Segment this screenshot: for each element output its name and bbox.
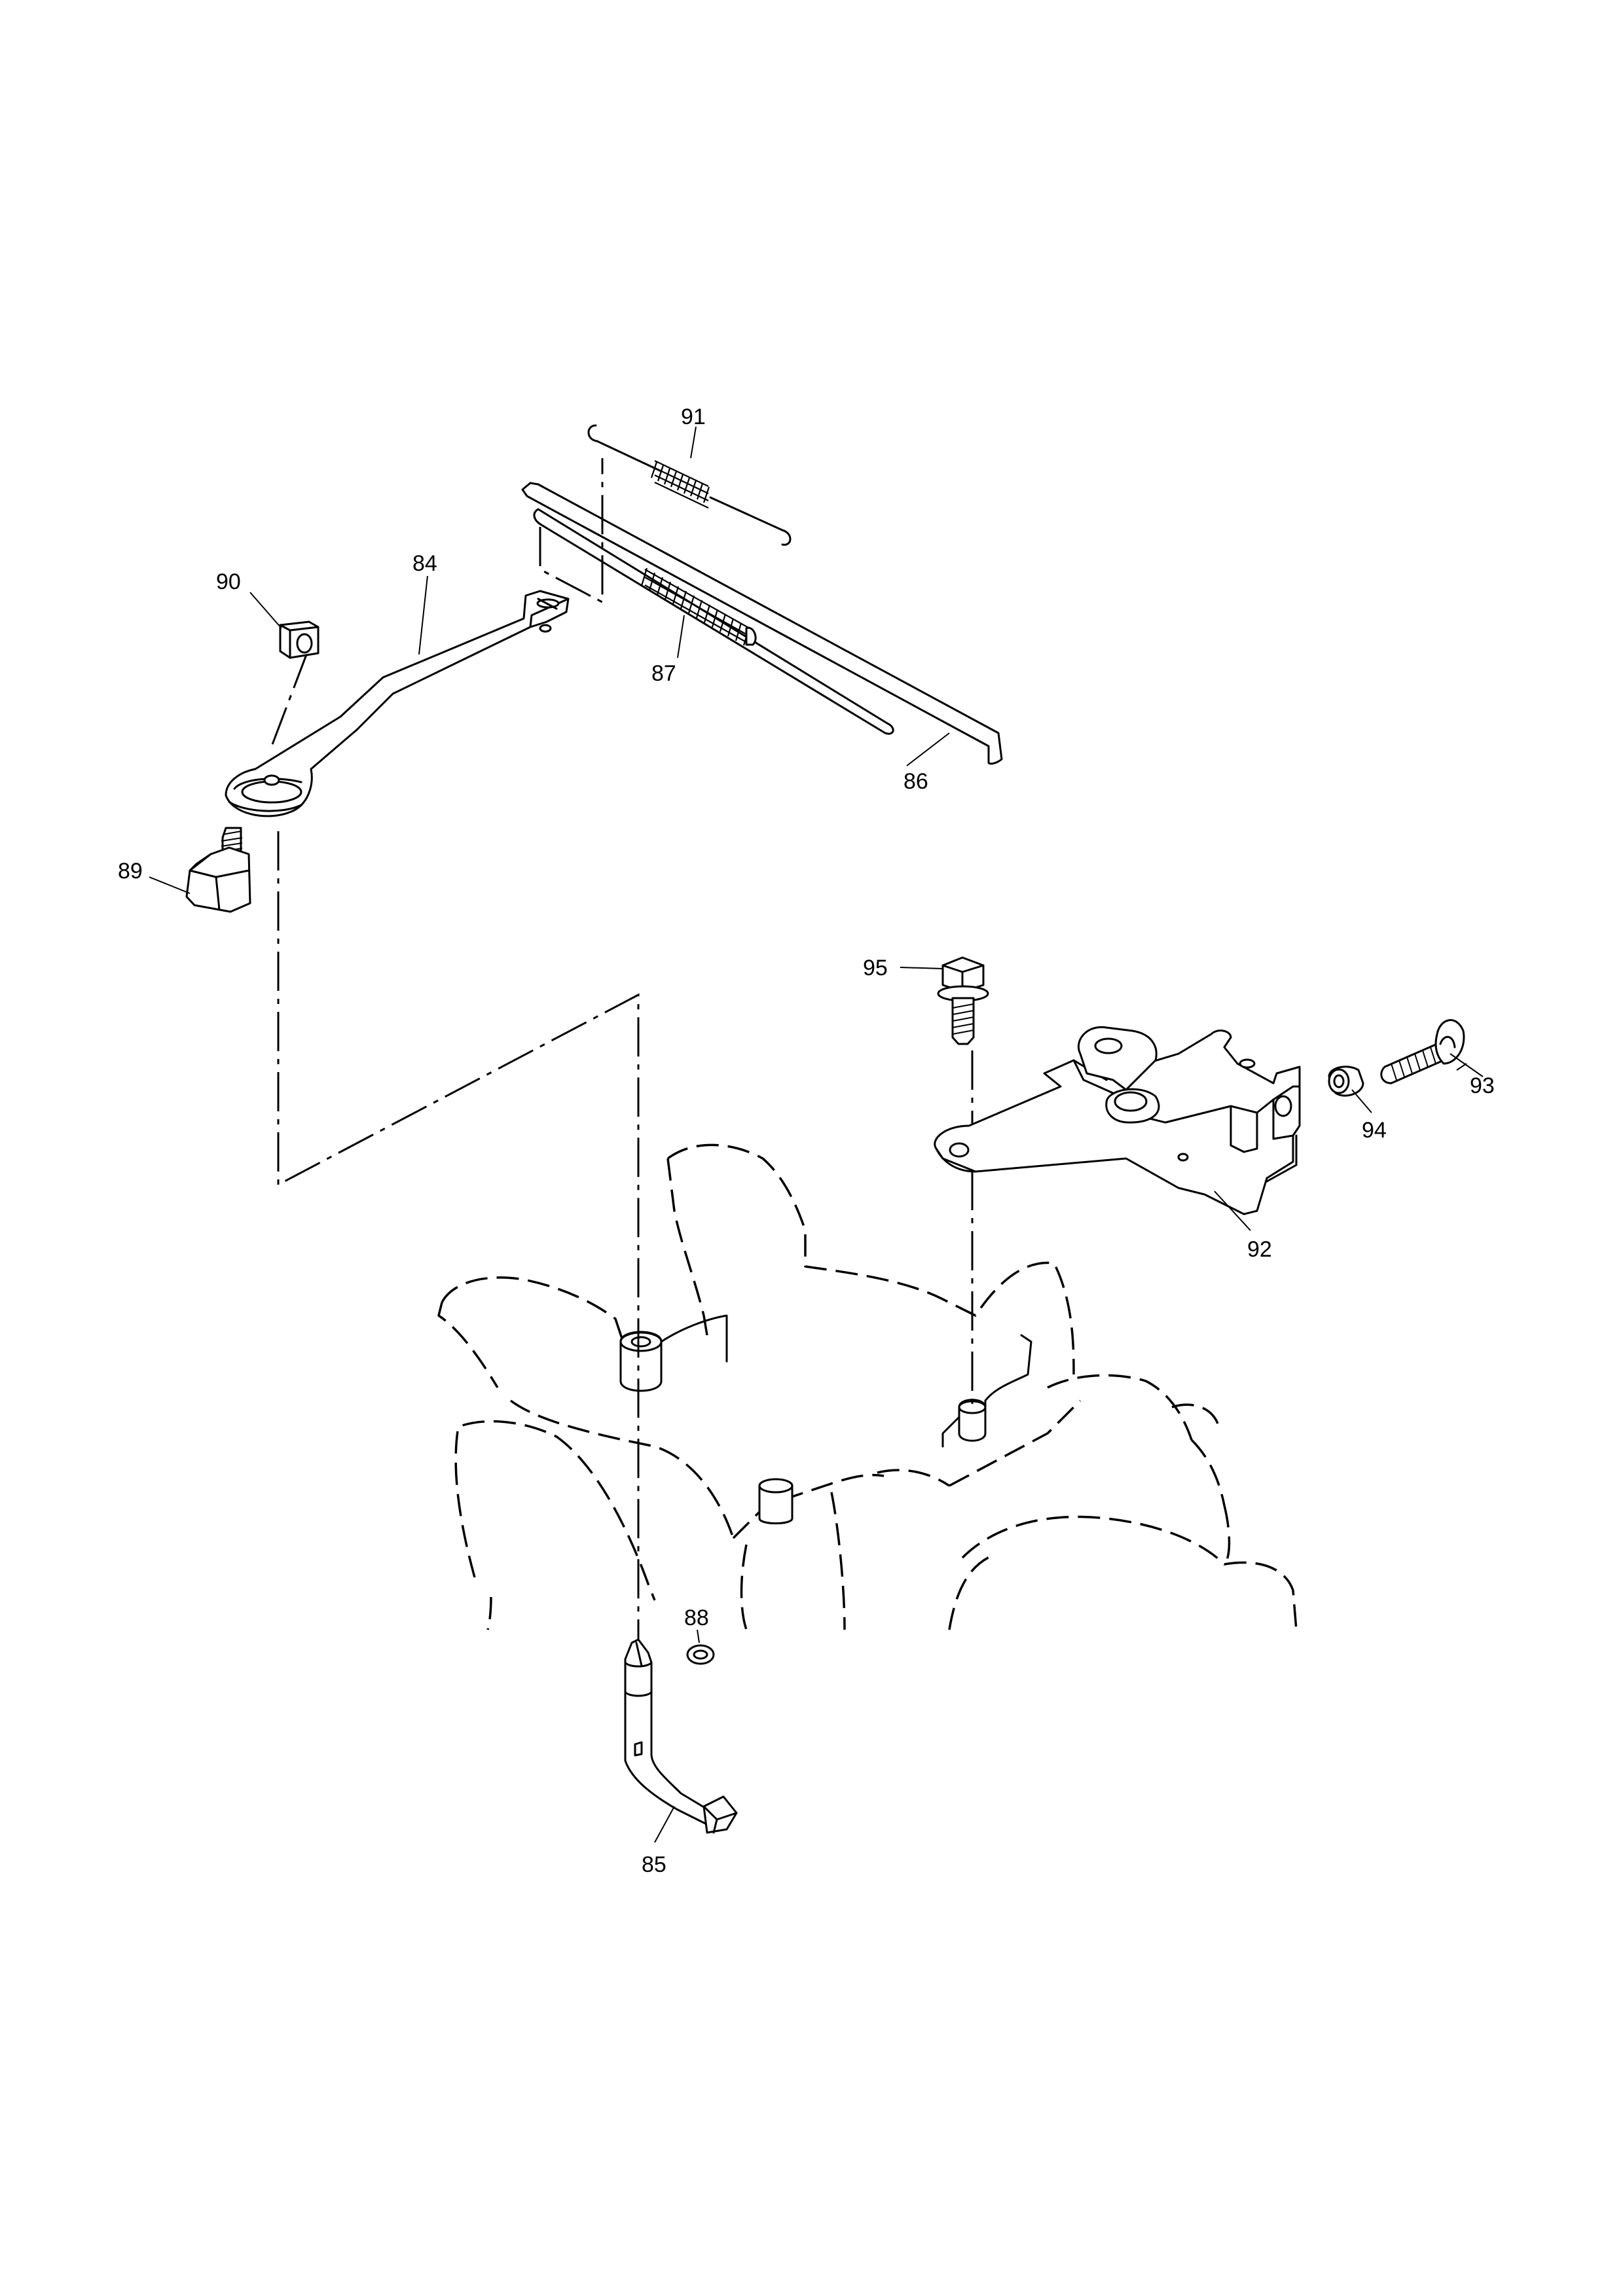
callout-89: 89 (118, 859, 143, 884)
callout-95: 95 (863, 956, 888, 980)
callout-94: 94 (1362, 1118, 1387, 1143)
spring-91 (587, 424, 792, 546)
callout-93: 93 (1470, 1073, 1495, 1098)
engine-bosses (619, 1314, 1032, 1524)
callout-92: 92 (1247, 1237, 1272, 1262)
callout-labels: 91 84 90 87 86 89 95 93 94 92 88 85 (118, 404, 1495, 1877)
callout-86: 86 (903, 769, 928, 794)
callout-87: 87 (651, 661, 676, 686)
engine-block-outline (437, 1143, 1298, 1630)
callout-90: 90 (216, 569, 241, 594)
shoulder-bolt-93 (1380, 1019, 1465, 1085)
callout-91: 91 (681, 404, 706, 429)
callout-85: 85 (642, 1852, 666, 1877)
nut-94 (1328, 1066, 1364, 1097)
spring-87 (640, 567, 757, 646)
clamp-bolt-89 (185, 827, 251, 913)
flange-bolt-95 (937, 956, 989, 1045)
governor-arm-84 (225, 590, 570, 817)
link-rod-86 (521, 482, 1003, 765)
washer-88 (686, 1644, 715, 1665)
leader-lines (149, 426, 1484, 1843)
control-bracket-92 (934, 1026, 1301, 1215)
callout-88: 88 (684, 1605, 709, 1630)
square-nut-90 (279, 620, 319, 659)
callout-84: 84 (412, 551, 437, 576)
governor-shaft-85 (624, 1638, 738, 1834)
alignment-lines (270, 458, 974, 1669)
